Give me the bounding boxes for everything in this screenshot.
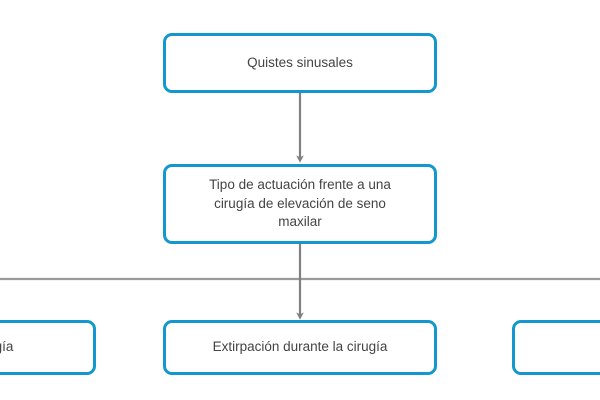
node-label: la cirugía [0, 339, 14, 355]
node-option-right[interactable]: N [512, 320, 600, 375]
node-quistes-sinusales[interactable]: Quistes sinusales [163, 33, 437, 93]
node-label: Quistes sinusales [247, 54, 353, 70]
node-label: Tipo de actuación frente a una cirugía d… [209, 177, 391, 230]
node-option-left[interactable]: la cirugía [0, 320, 96, 375]
node-extirpacion-durante-la-cirugia[interactable]: Extirpación durante la cirugía [163, 320, 437, 375]
node-label: Extirpación durante la cirugía [212, 339, 388, 355]
node-tipo-de-actuacion[interactable]: Tipo de actuación frente a una cirugía d… [163, 164, 437, 244]
